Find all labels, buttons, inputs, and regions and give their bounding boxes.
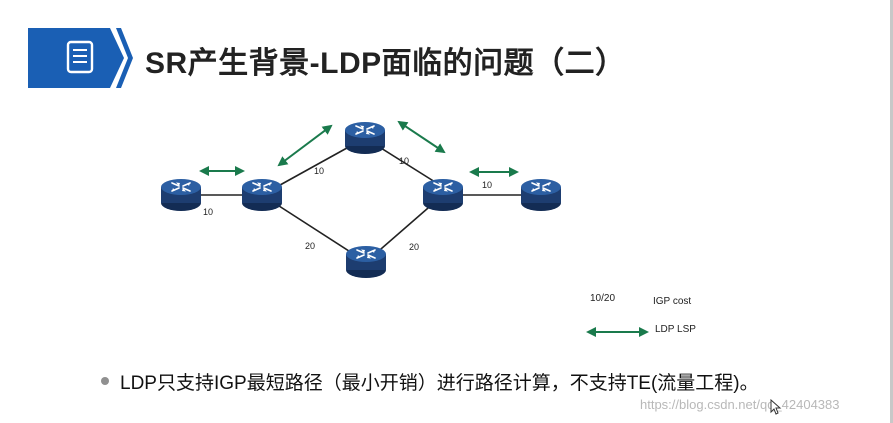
bullet-text: LDP只支持IGP最短路径（最小开销）进行路径计算，不支持TE(流量工程)。 — [120, 373, 759, 394]
document-icon — [66, 40, 94, 74]
router-icon — [160, 178, 202, 212]
watermark: https://blog.csdn.net/qq_42404383 — [640, 397, 840, 412]
cost-label-r5-r4: 20 — [409, 242, 419, 252]
router-icon — [344, 121, 386, 155]
page-title: SR产生背景-LDP面临的问题（二） — [145, 47, 626, 80]
slide-border — [890, 0, 893, 423]
router-icon — [520, 178, 562, 212]
cost-label-r2-r5: 20 — [305, 241, 315, 251]
lsp-arrow — [397, 120, 446, 154]
links — [181, 137, 541, 263]
bullet-dot — [101, 377, 109, 385]
router-icon — [422, 178, 464, 212]
legend-lsp-label: LDP LSP — [655, 324, 696, 335]
cost-label-r1-r2: 10 — [203, 207, 213, 217]
lsp-arrow — [277, 124, 333, 167]
cost-label-r4-r6: 10 — [482, 180, 492, 190]
cost-label-r2-r3: 10 — [314, 166, 324, 176]
mouse-pointer-icon — [770, 399, 782, 415]
legend-cost-sample: 10/20 — [590, 293, 616, 304]
router-icon — [241, 178, 283, 212]
title-banner — [28, 28, 133, 88]
legend-cost-label: IGP cost — [653, 296, 692, 307]
cost-label-r3-r4: 10 — [399, 156, 409, 166]
router-icon — [345, 245, 387, 279]
